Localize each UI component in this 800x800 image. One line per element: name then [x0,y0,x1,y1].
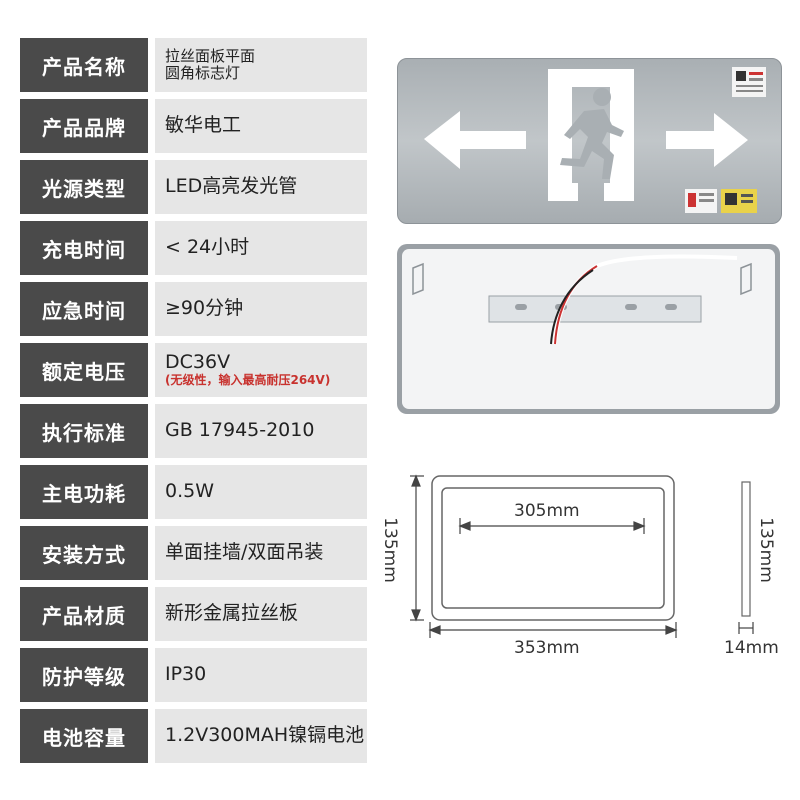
spec-row-material: 产品材质 新形金属拉丝板 [20,587,367,641]
spec-label: 应急时间 [20,282,148,336]
spec-label: 产品材质 [20,587,148,641]
spec-value: GB 17945-2010 [155,404,367,458]
spec-value-note: (无级性，输入最高耐压264V) [165,373,331,388]
spec-value-line: 圆角标志灯 [165,64,241,82]
dimension-height: 135mm [379,517,400,583]
exit-sign-graphic [424,67,766,213]
spec-label: 执行标准 [20,404,148,458]
spec-label: 充电时间 [20,221,148,275]
spec-row-installation: 安装方式 单面挂墙/双面吊装 [20,526,367,580]
spec-label: 产品名称 [20,38,148,92]
spec-value: 0.5W [155,465,367,519]
spec-value: 单面挂墙/双面吊装 [155,526,367,580]
spec-row-standard: 执行标准 GB 17945-2010 [20,404,367,458]
back-inner-panel [402,249,775,409]
spec-value: IP30 [155,648,367,702]
spec-value-main: DC36V [165,351,231,374]
spec-value: ≥90分钟 [155,282,367,336]
spec-row-brand: 产品品牌 敏华电工 [20,99,367,153]
spec-row-emergency-time: 应急时间 ≥90分钟 [20,282,367,336]
dimension-side-height: 135mm [755,517,776,583]
spec-label: 光源类型 [20,160,148,214]
certification-label-icon [685,67,766,213]
spec-value: < 24小时 [155,221,367,275]
spec-row-product-name: 产品名称 拉丝面板平面 圆角标志灯 [20,38,367,92]
spec-value: 敏华电工 [155,99,367,153]
back-details [412,254,752,345]
right-arrow-icon [666,113,748,167]
spec-value: DC36V (无级性，输入最高耐压264V) [155,343,367,397]
spec-row-power: 主电功耗 0.5W [20,465,367,519]
exit-sign-front [397,58,782,224]
front-outline [431,475,675,621]
spec-row-battery: 电池容量 1.2V300MAH镍镉电池 [20,709,367,763]
spec-label: 额定电压 [20,343,148,397]
spec-label: 产品品牌 [20,99,148,153]
spec-label: 主电功耗 [20,465,148,519]
spec-value: LED高亮发光管 [155,160,367,214]
spec-value-line: 拉丝面板平面 [165,46,256,65]
dimension-outer-width: 353mm [514,638,580,658]
dimension-lines [410,474,754,638]
exit-sign-back [397,244,780,414]
spec-label: 电池容量 [20,709,148,763]
spec-value: 拉丝面板平面 圆角标志灯 [155,38,367,92]
spec-row-charge-time: 充电时间 < 24小时 [20,221,367,275]
spec-value: 新形金属拉丝板 [155,587,367,641]
mounting-bracket [488,295,702,323]
spec-label: 防护等级 [20,648,148,702]
spec-row-light-source: 光源类型 LED高亮发光管 [20,160,367,214]
spec-label: 安装方式 [20,526,148,580]
spec-row-protection: 防护等级 IP30 [20,648,367,702]
spec-row-rated-voltage: 额定电压 DC36V (无级性，输入最高耐压264V) [20,343,367,397]
exit-door-runner-icon [548,69,634,201]
dimension-drawing [410,474,754,638]
spec-value: 1.2V300MAH镍镉电池 [155,709,367,763]
wire [550,254,738,345]
dimension-inner-width: 305mm [514,501,580,521]
hanging-slot-icon [412,262,752,296]
dimension-depth: 14mm [724,638,779,658]
left-arrow-icon [424,111,526,169]
